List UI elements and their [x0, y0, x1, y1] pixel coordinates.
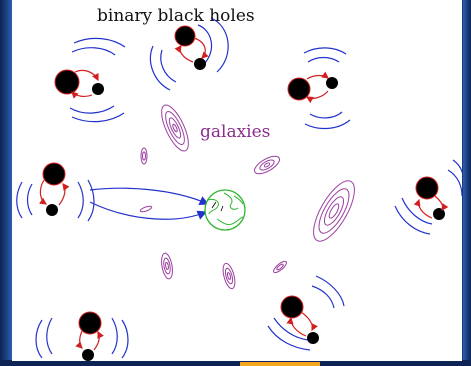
galaxies-label: galaxies [200, 122, 270, 142]
galaxy-bottom-right [272, 260, 288, 275]
black-hole-binary-upper-right [288, 48, 350, 129]
slide-frame-left [0, 0, 12, 366]
black-hole-binary-upper-left [55, 38, 125, 121]
galaxy-bottom-center [221, 262, 237, 290]
galaxy-tiny-center [140, 205, 153, 213]
slide-accent-bar [240, 362, 320, 366]
galaxy-bottom-left [160, 252, 174, 279]
diagram-title: binary black holes [97, 6, 255, 26]
black-hole-binary-right [395, 160, 462, 234]
black-hole-binary-top [150, 18, 228, 90]
black-hole-binary-middle-left [17, 163, 94, 221]
diagram-canvas: binary black holes galaxies [12, 0, 462, 361]
galaxy-large-top [156, 102, 193, 155]
galaxy-upper-right [252, 153, 282, 177]
galaxy-small-left [141, 148, 147, 164]
diagram-svg [12, 0, 462, 361]
earth-globe-icon [205, 190, 245, 230]
slide-frame-right [463, 0, 471, 366]
black-hole-binary-bottom-left [36, 312, 128, 361]
galaxy-large-right [306, 175, 363, 247]
black-hole-binary-bottom-right [268, 276, 344, 350]
signal-arrow-upper [90, 188, 208, 204]
